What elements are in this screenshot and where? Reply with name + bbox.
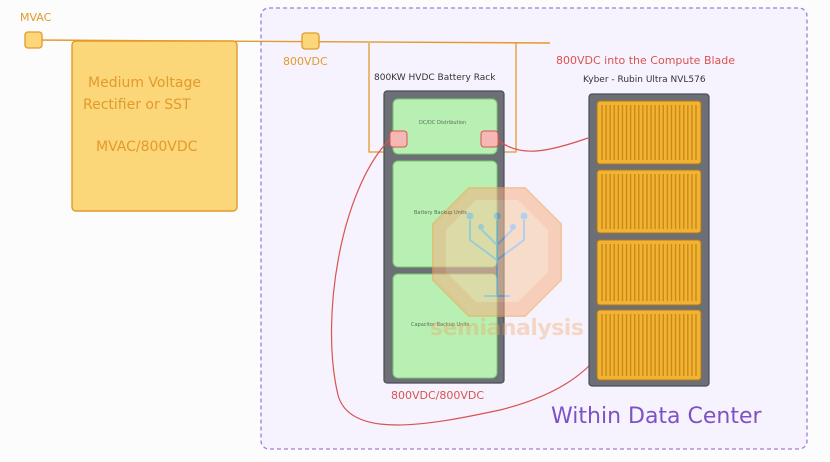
rectifier-box bbox=[71, 40, 238, 212]
kyber-title: Kyber - Rubin Ultra NVL576 bbox=[583, 75, 706, 85]
vdc-label: 800VDC bbox=[283, 55, 328, 68]
feed-line-left bbox=[368, 43, 388, 153]
rectifier-title-line1: Medium Voltage bbox=[88, 75, 201, 91]
mvac-label: MVAC bbox=[20, 11, 52, 24]
gpu-tray bbox=[596, 169, 702, 234]
capacitor-backup-label: Capacitor Backup Units bbox=[411, 322, 470, 328]
gpu-tray bbox=[596, 100, 702, 165]
watermark-logo bbox=[432, 187, 562, 317]
connector-right bbox=[480, 130, 499, 148]
within-data-center-label: Within Data Center bbox=[551, 404, 762, 429]
gpu-tray bbox=[596, 309, 702, 381]
red-loop bbox=[330, 138, 591, 426]
battery-backup-label: Battery Backup Units bbox=[414, 210, 467, 216]
module-dcdc bbox=[392, 98, 498, 155]
gpu-blocks bbox=[596, 100, 702, 381]
connector-left bbox=[389, 130, 408, 148]
rectifier-ratio: MVAC/800VDC bbox=[96, 139, 198, 155]
mvac-node bbox=[24, 31, 43, 49]
rectifier-title-line2: Rectifier or SST bbox=[83, 97, 191, 113]
bottom-ratio-label: 800VDC/800VDC bbox=[391, 389, 485, 402]
dcdc-label: DC/DC Distribution bbox=[419, 120, 467, 126]
red-line-top bbox=[497, 137, 589, 152]
gpu-tray bbox=[596, 239, 702, 306]
compute-blade-title: 800VDC into the Compute Blade bbox=[556, 54, 736, 67]
vdc-node bbox=[301, 32, 320, 50]
battery-rack-title: 800KW HVDC Battery Rack bbox=[374, 73, 496, 83]
watermark-text: semianalysis bbox=[430, 316, 584, 341]
